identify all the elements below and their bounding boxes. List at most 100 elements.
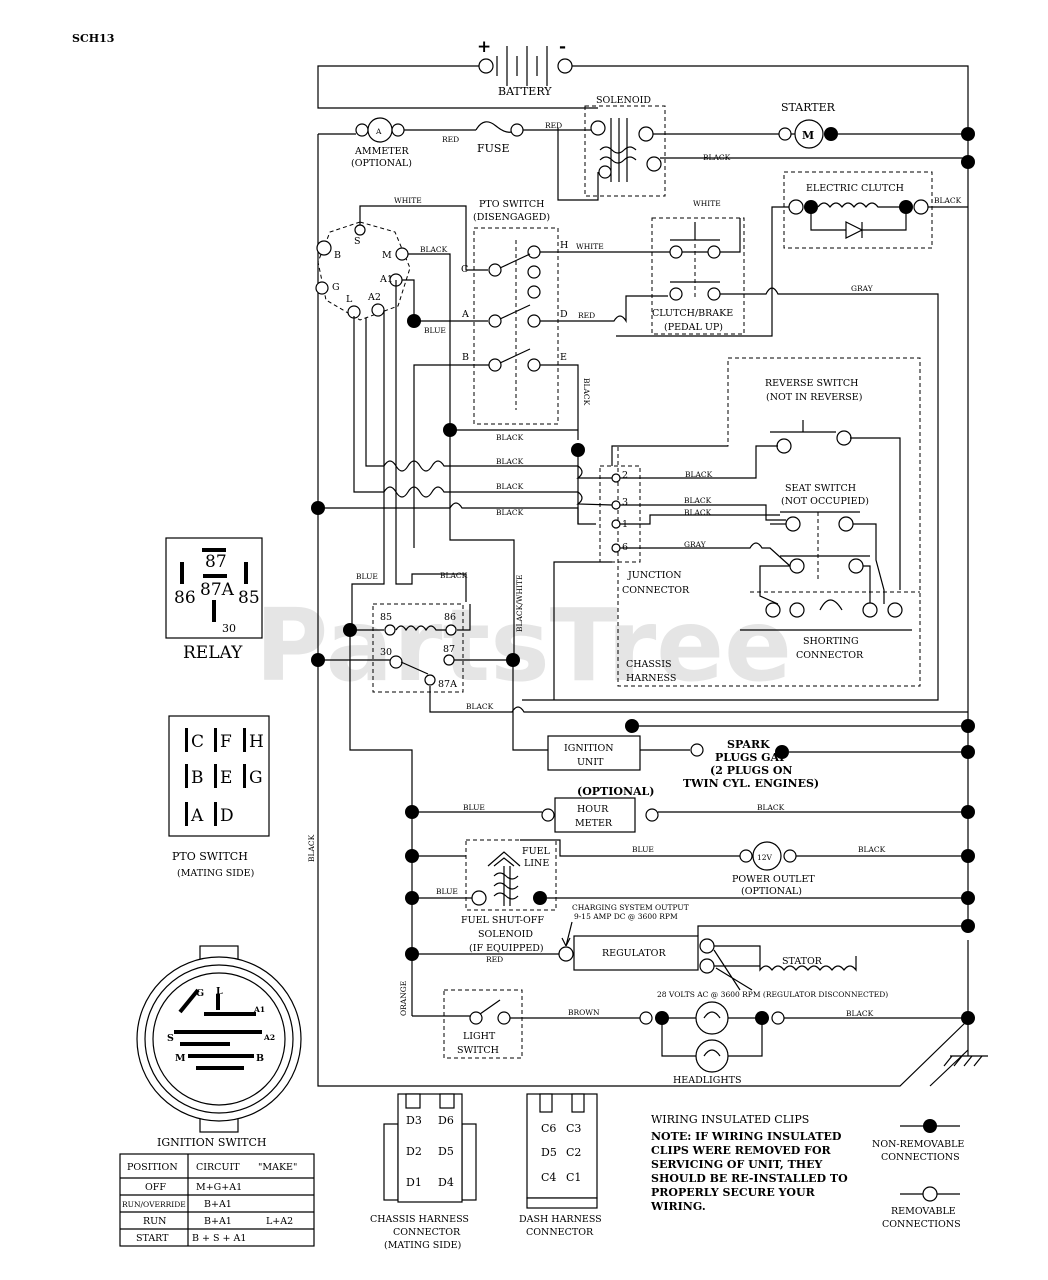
spark-plugs: SPARK PLUGS GAP (2 PLUGS ON TWIN CYL. EN… [683,738,819,790]
light-switch: LIGHT SWITCH [443,989,523,1059]
wire-label-black-466: BLACK [496,457,524,466]
wire-label-black-relay: BLACK [440,571,468,580]
junction-connector: 2 3 1 6 JUNCTION CONNECTOR [599,465,690,596]
regulator: REGULATOR [558,935,715,974]
stator-label: STATOR [782,956,823,967]
ign-row-run-position: RUN [143,1216,166,1227]
ign-face-a1: A1 [253,1005,265,1014]
wire-label-blue-hour: BLUE [463,803,485,812]
wire-label-black-solenoid: BLACK [703,153,731,162]
chassis-pin-d5: D5 [438,1145,454,1158]
stator: STATOR [759,956,857,972]
ign-row-off-circuit: M+G+A1 [196,1182,242,1193]
wire-label-gray-j6: GRAY [684,540,707,549]
relay-pin-87: 87 [205,552,227,572]
chassis-pin-d2: D2 [406,1145,422,1158]
seat-switch: SEAT SWITCH (NOT OCCUPIED) [780,483,870,580]
ign-terminal-b: B [334,250,341,261]
chassis-connector-line1: CHASSIS HARNESS [370,1214,469,1225]
fuse-label: FUSE [477,142,509,155]
hour-meter-line1: HOUR [577,804,609,815]
wire-label-black-e: BLACK [582,378,591,406]
ignition-unit: IGNITION UNIT [547,735,641,771]
wire-label-black-pto-b: BLACK [496,433,524,442]
ign-face-a2: A2 [263,1033,275,1042]
shorting-subtitle: CONNECTOR [796,650,864,661]
headlights-label: HEADLIGHTS [673,1075,741,1086]
pto-mating-a: A [190,806,204,826]
spark-line1: SPARK [727,738,770,751]
pto-mating-c: C [191,732,204,752]
battery: + - BATTERY [477,37,573,98]
ign-row-run-circuit: B+A1 [204,1216,232,1227]
wire-label-black-m: BLACK [420,245,448,254]
wiring-notes: WIRING INSULATED CLIPS NOTE: IF WIRING I… [650,1113,848,1213]
relay-pin-30: 30 [222,622,236,635]
ign-row-start-position: START [136,1233,169,1244]
wire-label-black-j3: BLACK [684,496,712,505]
pto-mating-g: G [249,768,263,788]
ign-terminal-g: G [332,282,340,293]
dash-pin-c4: C4 [541,1171,556,1184]
ign-face-m: M [175,1053,186,1064]
wire-label-black-j1: BLACK [684,508,712,517]
chassis-pin-d4: D4 [438,1176,454,1189]
solenoid-label: SOLENOID [596,95,651,106]
wire-label-black-492: BLACK [496,482,524,491]
light-switch-line1: LIGHT [463,1031,496,1042]
battery-minus: - [559,37,566,57]
clutch-brake-switch: WHITE CLUTCH/BRAKE (PEDAL UP) [651,199,745,335]
pto-terminal-c: C [461,264,468,275]
hour-meter: (OPTIONAL) HOUR METER [541,785,659,833]
relay-detail: 87 87A 86 85 30 RELAY [165,537,263,663]
junction-pin-2: 2 [622,470,628,481]
ign-row-override-circuit: B+A1 [204,1199,232,1210]
dash-harness-connector: C6 C3 D5 C2 C4 C1 DASH HARNESS CONNECTOR [519,1093,602,1238]
starter-motor: M STARTER [778,101,838,149]
ignition-unit-line2: UNIT [577,757,604,768]
light-switch-line2: SWITCH [457,1045,499,1056]
page-code: SCH13 [72,32,114,45]
wire-label-white-clutch: WHITE [693,199,721,208]
wire-label-gray-clutch: GRAY [851,284,874,293]
notes-line-1: NOTE: IF WIRING INSULATED [651,1130,842,1143]
wire-label-black-87a: BLACK [466,702,494,711]
pto-mating-title: PTO SWITCH [172,850,248,863]
notes-line-4: SHOULD BE RE-INSTALLED TO [651,1172,848,1185]
power-outlet-symbol: 12V [757,853,773,862]
wire-label-red-d: RED [578,311,595,320]
chassis-connector-line3: (MATING SIDE) [384,1240,461,1251]
dash-pin-c2: C2 [566,1146,581,1159]
ammeter-symbol: A [375,127,382,136]
pto-mating-d: D [220,806,234,826]
chassis-pin-d1: D1 [406,1176,422,1189]
ign-terminal-m: M [382,250,392,261]
wire-label-blue-outlet: BLUE [632,845,654,854]
regulator-label: REGULATOR [602,948,666,959]
fuel-label: FUEL [522,846,551,857]
starter-symbol: M [802,129,814,142]
relay-circuit-pin-30: 30 [380,647,392,658]
stator-note: 28 VOLTS AC @ 3600 RPM (REGULATOR DISCON… [657,990,888,999]
seat-switch-state: (NOT OCCUPIED) [781,496,869,507]
chassis-connector-line2: CONNECTOR [393,1227,461,1238]
wire-label-red-regulator: RED [486,955,503,964]
junction-subtitle: CONNECTOR [622,585,690,596]
wire-label-black-j2: BLACK [685,470,713,479]
pto-mating-b: B [191,768,204,788]
headlights: HEADLIGHTS [639,1001,785,1086]
relay-circuit-pin-87: 87 [443,644,455,655]
pto-mating-e: E [220,768,232,788]
ammeter: A AMMETER (OPTIONAL) [351,117,412,169]
fuel-solenoid-line3: (IF EQUIPPED) [469,943,544,954]
pto-mating-h: H [249,732,264,752]
ign-row-start-circuit: B + S + A1 [192,1233,246,1244]
wire-label-black-headlights: BLACK [846,1009,874,1018]
ign-face-g: G [196,988,204,999]
clutch-brake-title: CLUTCH/BRAKE [652,308,733,319]
battery-plus: + [477,37,491,57]
solenoid: SOLENOID [584,95,666,197]
fuel-line-label: LINE [524,858,549,869]
wire-label-black-frame: BLACK [307,834,316,862]
pto-terminal-a: A [461,309,469,320]
